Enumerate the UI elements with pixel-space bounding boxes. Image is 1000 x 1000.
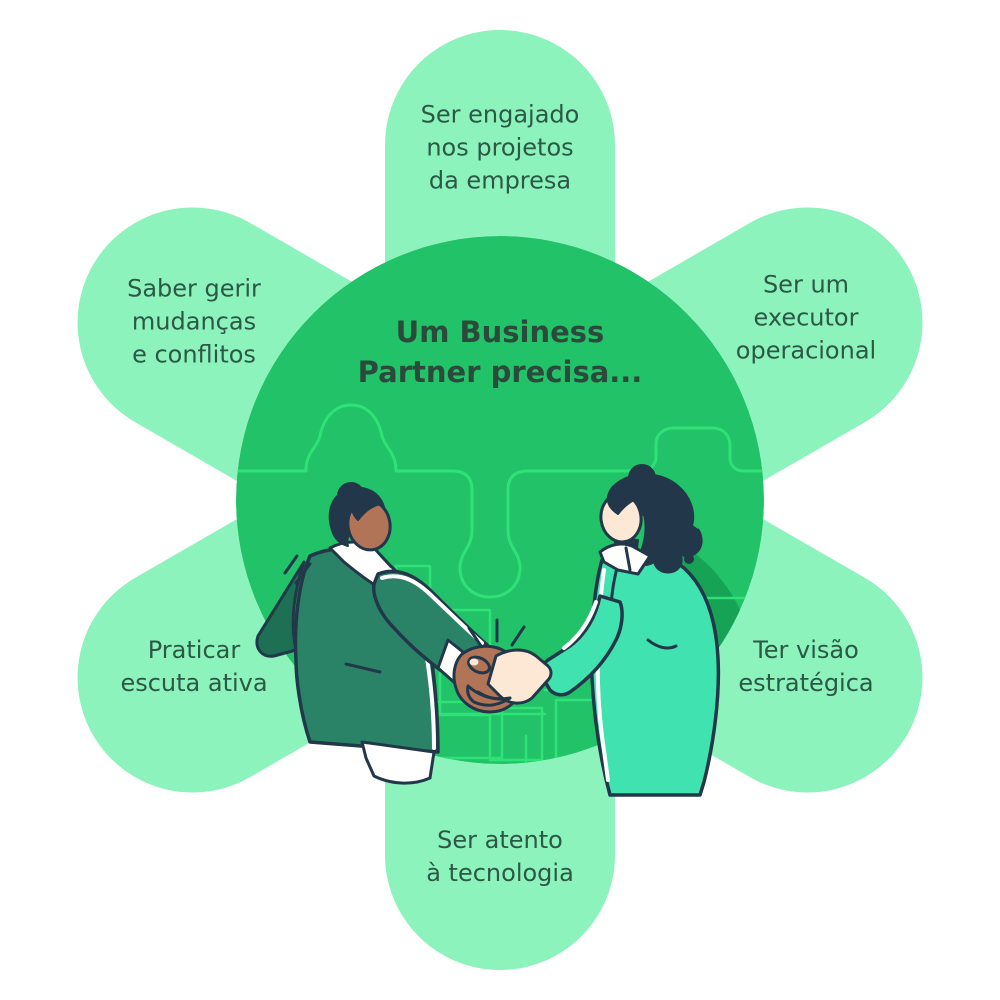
woman-elbow-fold	[646, 638, 678, 650]
man-thumb-nail	[469, 658, 479, 666]
woman-collar-split	[624, 546, 632, 572]
woman-hand	[486, 648, 553, 705]
woman-accent-dash	[696, 528, 703, 552]
woman-arm	[540, 594, 624, 697]
man-trousers	[360, 740, 436, 785]
woman-sleeve-piping	[562, 600, 598, 650]
woman-accent-dot	[684, 554, 694, 564]
title-line: Um Business	[395, 315, 605, 349]
man-sleeve-piping	[380, 574, 484, 645]
woman-jacket	[589, 549, 721, 797]
petal-label-top: Ser engajado nos projetos da empresa	[420, 100, 580, 195]
impact-lines	[283, 554, 526, 648]
shoulder-motion-dashes	[283, 554, 312, 585]
petal-label-bottom-left: Praticar escuta ativa	[120, 636, 268, 697]
handshake-hands	[452, 644, 553, 714]
petal-label-top-left: Saber gerir mudanças e conflitos	[127, 274, 261, 369]
finger-line	[476, 690, 512, 701]
woman-collar	[598, 542, 652, 576]
page-title: Um Business Partner precisa...	[358, 312, 643, 392]
man-hair-fringe	[350, 495, 381, 521]
handshake-sparkle	[467, 618, 526, 648]
woman-figure	[540, 464, 721, 797]
petal-label-bottom: Ser atento à tecnologia	[426, 826, 574, 887]
petal-label-bottom-right: Ter visão estratégica	[738, 636, 874, 697]
title-line: Partner precisa...	[357, 355, 643, 389]
puzzle-outline	[236, 403, 764, 599]
petal-label-top-right: Ser um executor operacional	[735, 270, 877, 365]
man-pocket	[344, 662, 382, 674]
woman-hair-fringe	[607, 490, 643, 515]
